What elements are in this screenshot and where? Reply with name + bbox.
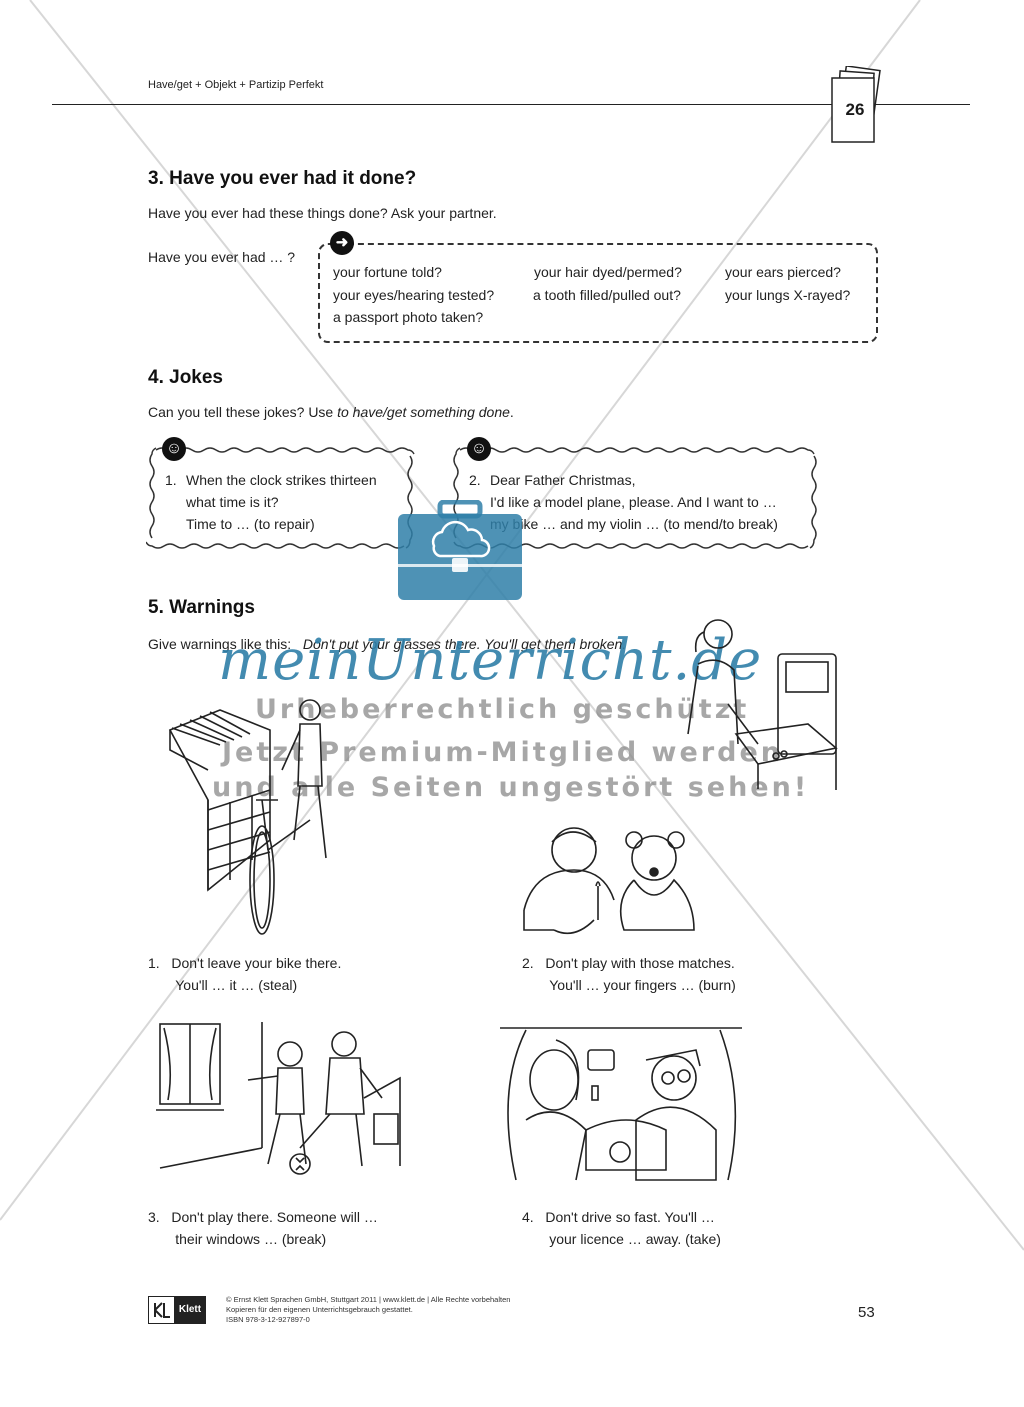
page-tab-icon (831, 66, 881, 143)
section3-item: your ears pierced? (725, 264, 841, 280)
illustration-car (500, 1027, 742, 1181)
illustration-glasses (687, 619, 838, 790)
briefcase-icon (398, 500, 522, 600)
section3-items-box (318, 243, 878, 343)
joke1-number: 1. (165, 472, 177, 488)
illustration-football (156, 1022, 401, 1175)
joke2-line: my bike … and my violin … (to mend/to br… (490, 516, 778, 532)
watermark-line: Jetzt Premium-Mitglied werden (222, 737, 783, 768)
section4-instruction: Can you tell these jokes? Use to have/ge… (148, 404, 514, 420)
klett-mark-icon (149, 1297, 175, 1323)
unit-number: 26 (845, 100, 865, 119)
footer-copyright: © Ernst Klett Sprachen GmbH, Stuttgart 2… (226, 1295, 511, 1304)
running-head: Have/get + Objekt + Partizip Perfekt (148, 79, 324, 91)
section3-title: 3. Have you ever had it done? (148, 168, 417, 189)
header-rule (52, 104, 970, 105)
caption-4: 4. Don't drive so fast. You'll … your li… (522, 1209, 721, 1247)
caption-3: 3. Don't play there. Someone will … thei… (148, 1209, 378, 1247)
smiley-icon: ☺ (467, 437, 491, 461)
joke1-line: When the clock strikes thirteen (186, 472, 377, 488)
illustration-matches (523, 827, 695, 935)
klett-logo: Klett (148, 1296, 206, 1324)
footer-isbn: ISBN 978-3-12-927897-0 (226, 1315, 310, 1324)
section3-prompt: Have you ever had … ? (148, 249, 296, 265)
section3-item: your lungs X-rayed? (725, 287, 851, 303)
illustration-bike (168, 699, 327, 935)
section3-item: your eyes/hearing tested? (333, 287, 495, 303)
joke2-line: I'd like a model plane, please. And I wa… (490, 494, 777, 510)
section3-item: a passport photo taken? (333, 309, 484, 325)
caption-1: 1. Don't leave your bike there. You'll …… (148, 955, 342, 993)
section3-item: your hair dyed/permed? (534, 264, 682, 280)
joke2-line: Dear Father Christmas, (490, 472, 636, 488)
joke2-box (453, 447, 817, 549)
watermark-line: Urheberrechtlich geschützt (255, 694, 750, 725)
smiley-icon: ☺ (162, 437, 186, 461)
section5-instruction: Give warnings like this: Don't put your … (148, 636, 627, 652)
joke1-line: what time is it? (186, 494, 279, 510)
watermark-line: und alle Seiten ungestört sehen! (212, 772, 810, 803)
watermark-logo: meinUnterricht.de (218, 628, 763, 693)
section3-instruction: Have you ever had these things done? Ask… (148, 205, 497, 221)
page-number: 53 (858, 1304, 875, 1321)
joke2-number: 2. (469, 472, 481, 488)
section3-item: your fortune told? (333, 264, 442, 280)
arrow-right-icon: ➜ (330, 231, 354, 255)
joke1-line: Time to … (to repair) (186, 516, 315, 532)
caption-2: 2. Don't play with those matches. You'll… (522, 955, 736, 993)
section4-title: 4. Jokes (148, 367, 223, 388)
footer-copy-note: Kopieren für den eigenen Unterrichtsgebr… (226, 1305, 413, 1314)
section5-title: 5. Warnings (148, 597, 255, 618)
section3-item: a tooth filled/pulled out? (533, 287, 681, 303)
klett-wordmark: Klett (175, 1297, 205, 1323)
joke1-box (146, 447, 415, 549)
